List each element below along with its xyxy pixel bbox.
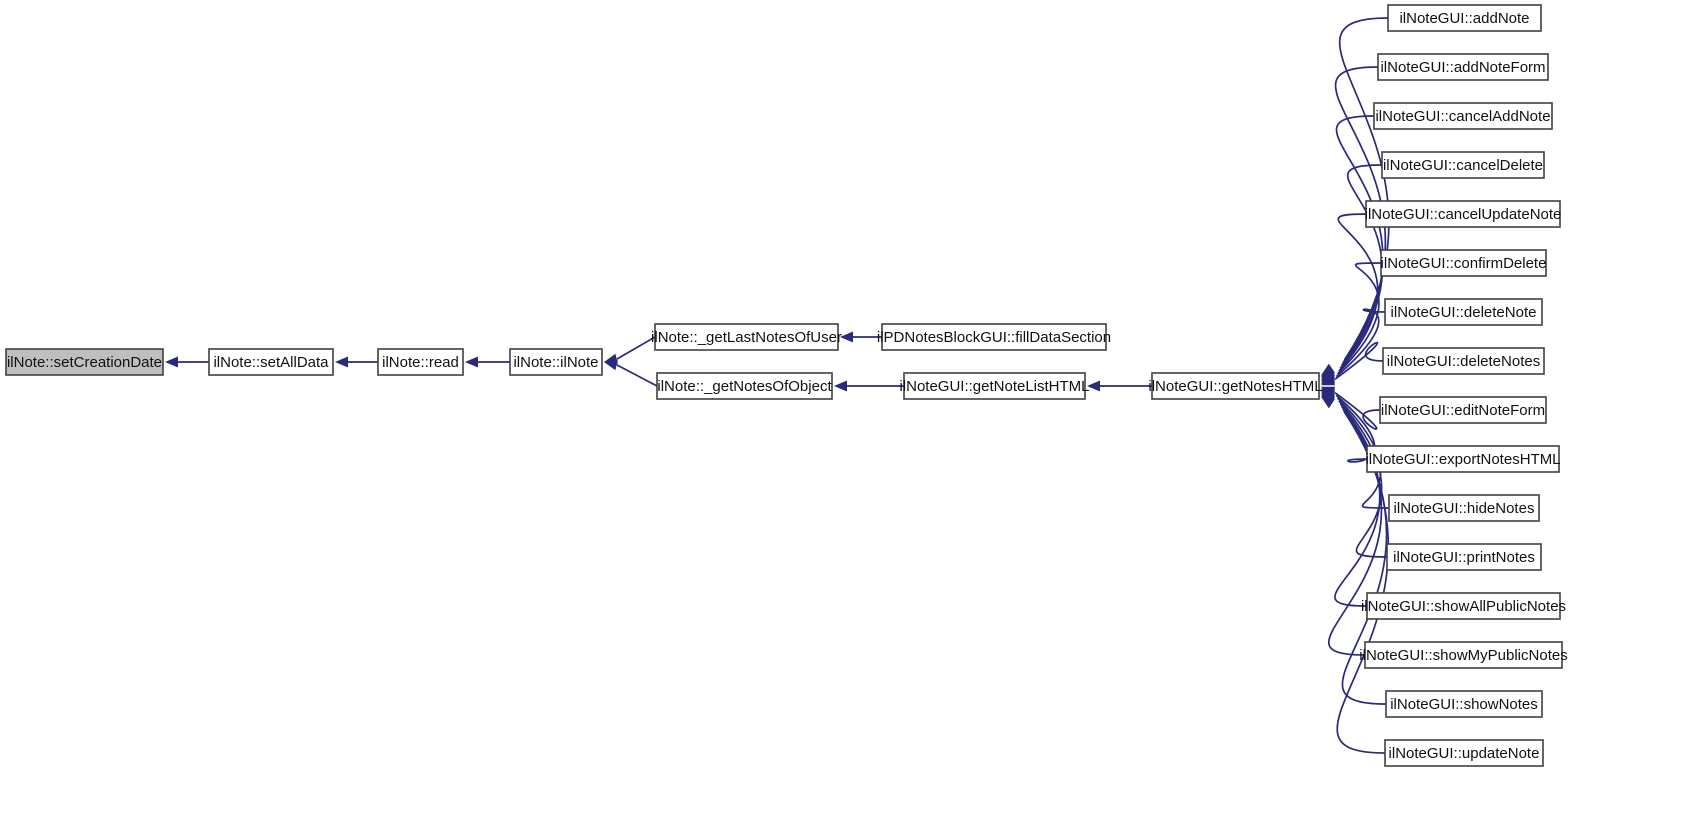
node-label: ilNoteGUI::getNotesHTML — [1148, 378, 1322, 395]
node-label: ilNoteGUI::deleteNotes — [1387, 353, 1540, 370]
node-label: ilNoteGUI::addNoteForm — [1380, 59, 1545, 76]
node-box[interactable] — [1386, 543, 1542, 571]
graph-node-showNotes[interactable]: ilNoteGUI::showNotes — [1385, 690, 1543, 718]
node-box[interactable] — [5, 348, 164, 376]
node-label: ilNote::setCreationDate — [7, 354, 162, 371]
call-edge — [465, 356, 510, 368]
call-edge — [604, 336, 656, 365]
node-box[interactable] — [377, 348, 464, 376]
node-label: ilNote::read — [382, 354, 459, 371]
call-edge — [1321, 392, 1381, 607]
node-label: ilNoteGUI::deleteNote — [1391, 304, 1537, 321]
node-box[interactable] — [1373, 102, 1553, 130]
graph-node-fillDataSection[interactable]: ilPDNotesBlockGUI::fillDataSection — [877, 323, 1111, 351]
node-label: ilNoteGUI::showMyPublicNotes — [1359, 647, 1567, 664]
node-label: ilNoteGUI::confirmDelete — [1381, 255, 1547, 272]
graph-node-printNotes[interactable]: ilNoteGUI::printNotes — [1386, 543, 1542, 571]
graph-node-getNotesHTML[interactable]: ilNoteGUI::getNotesHTML — [1148, 372, 1323, 400]
node-label: ilNoteGUI::cancelDelete — [1383, 157, 1543, 174]
call-edge — [1087, 380, 1152, 392]
graph-node-addNote[interactable]: ilNoteGUI::addNote — [1387, 4, 1542, 32]
node-box[interactable] — [903, 372, 1086, 400]
graph-node-exportNotesHTML[interactable]: ilNoteGUI::exportNotesHTML — [1365, 445, 1561, 473]
node-box[interactable] — [654, 323, 839, 351]
graph-node-getNotesOfObject[interactable]: ilNote::_getNotesOfObject — [656, 372, 833, 400]
call-edge — [604, 359, 658, 387]
graph-node-deleteNotes[interactable]: ilNoteGUI::deleteNotes — [1382, 347, 1545, 375]
graph-node-ilNote[interactable]: ilNote::ilNote — [509, 348, 603, 376]
nodes-layer: ilNote::setCreationDate ilNote::setAllDat… — [5, 4, 1568, 767]
graph-node-cancelAddNote[interactable]: ilNoteGUI::cancelAddNote — [1373, 102, 1553, 130]
node-label: ilNote::_getNotesOfObject — [657, 378, 832, 395]
node-box[interactable] — [1388, 494, 1540, 522]
graph-node-setCreationDate[interactable]: ilNote::setCreationDate — [5, 348, 164, 376]
node-label: ilNoteGUI::cancelUpdateNote — [1365, 206, 1562, 223]
node-box[interactable] — [1384, 739, 1544, 767]
node-label: ilNoteGUI::addNote — [1399, 10, 1529, 27]
node-box[interactable] — [1379, 396, 1547, 424]
graph-node-showAllPublicNotes[interactable]: ilNoteGUI::showAllPublicNotes — [1361, 592, 1566, 620]
call-edge — [840, 331, 882, 343]
graph-node-hideNotes[interactable]: ilNoteGUI::hideNotes — [1388, 494, 1540, 522]
node-box[interactable] — [881, 323, 1107, 351]
call-edge — [1321, 262, 1382, 383]
call-edge — [165, 356, 209, 368]
graph-node-addNoteForm[interactable]: ilNoteGUI::addNoteForm — [1377, 53, 1549, 81]
node-label: ilNote::setAllData — [213, 354, 329, 371]
node-label: ilNoteGUI::showNotes — [1390, 696, 1538, 713]
call-edge — [1321, 341, 1384, 386]
call-edge — [1321, 396, 1390, 754]
graph-node-read[interactable]: ilNote::read — [377, 348, 464, 376]
node-label: ilNoteGUI::editNoteForm — [1381, 402, 1545, 419]
node-label: ilNoteGUI::cancelAddNote — [1375, 108, 1550, 125]
node-box[interactable] — [1382, 347, 1545, 375]
node-label: ilPDNotesBlockGUI::fillDataSection — [877, 329, 1111, 346]
node-label: ilNoteGUI::showAllPublicNotes — [1361, 598, 1566, 615]
node-box[interactable] — [1381, 151, 1545, 179]
node-box[interactable] — [1151, 372, 1320, 400]
call-edge — [335, 356, 378, 368]
node-label: ilNoteGUI::updateNote — [1389, 745, 1540, 762]
graph-node-showMyPublicNotes[interactable]: ilNoteGUI::showMyPublicNotes — [1359, 641, 1568, 669]
graph-node-getLastNotesOfUser[interactable]: ilNote::_getLastNotesOfUser — [651, 323, 842, 351]
graph-node-cancelUpdateNote[interactable]: ilNoteGUI::cancelUpdateNote — [1365, 200, 1562, 228]
node-box[interactable] — [656, 372, 833, 400]
graph-node-setAllData[interactable]: ilNote::setAllData — [208, 348, 334, 376]
node-label: ilNote::_getLastNotesOfUser — [651, 329, 842, 346]
node-label: ilNote::ilNote — [513, 354, 598, 371]
graph-node-editNoteForm[interactable]: ilNoteGUI::editNoteForm — [1379, 396, 1547, 424]
node-box[interactable] — [509, 348, 603, 376]
graph-node-cancelDelete[interactable]: ilNoteGUI::cancelDelete — [1381, 151, 1545, 179]
node-box[interactable] — [1380, 249, 1547, 277]
node-label: ilNoteGUI::getNoteListHTML — [899, 378, 1089, 395]
node-box[interactable] — [1365, 200, 1561, 228]
graph-node-getNoteListHTML[interactable]: ilNoteGUI::getNoteListHTML — [899, 372, 1090, 400]
node-box[interactable] — [1366, 445, 1560, 473]
node-box[interactable] — [1385, 690, 1543, 718]
node-box[interactable] — [1384, 298, 1543, 326]
node-box[interactable] — [1387, 4, 1542, 32]
node-box[interactable] — [208, 348, 334, 376]
node-label: ilNoteGUI::printNotes — [1393, 549, 1535, 566]
node-box[interactable] — [1364, 641, 1563, 669]
node-box[interactable] — [1366, 592, 1561, 620]
node-label: ilNoteGUI::exportNotesHTML — [1365, 451, 1560, 468]
graph-node-confirmDelete[interactable]: ilNoteGUI::confirmDelete — [1380, 249, 1547, 277]
graph-node-updateNote[interactable]: ilNoteGUI::updateNote — [1384, 739, 1544, 767]
node-box[interactable] — [1377, 53, 1549, 81]
graph-node-deleteNote[interactable]: ilNoteGUI::deleteNote — [1384, 298, 1543, 326]
node-label: ilNoteGUI::hideNotes — [1394, 500, 1535, 517]
call-edge — [1321, 115, 1384, 379]
call-edge — [834, 380, 904, 392]
